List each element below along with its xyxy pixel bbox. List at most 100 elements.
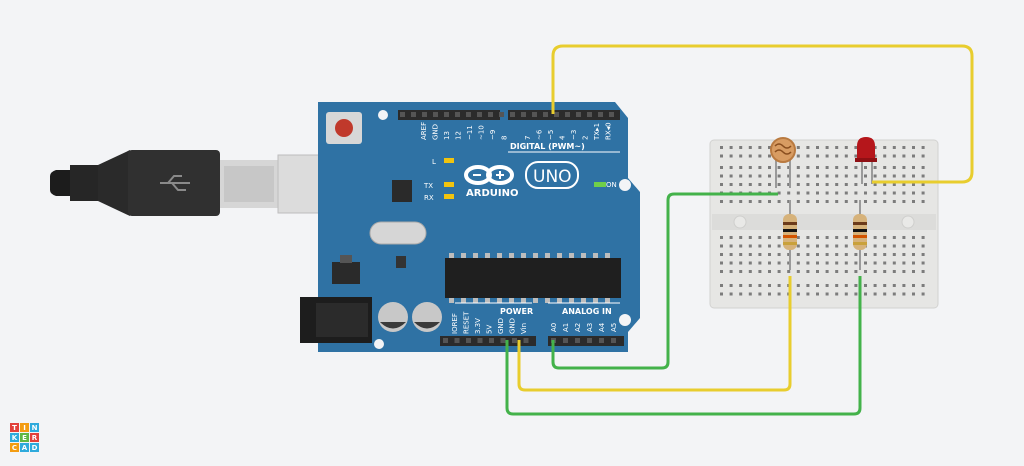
breadboard-hole[interactable] [796, 244, 800, 248]
breadboard-hole[interactable] [758, 200, 762, 203]
breadboard-hole[interactable] [854, 292, 858, 296]
breadboard-hole[interactable] [729, 174, 733, 178]
breadboard-hole[interactable] [883, 253, 887, 256]
breadboard-hole[interactable] [873, 236, 877, 239]
breadboard-hole[interactable] [854, 146, 858, 149]
breadboard-hole[interactable] [912, 253, 915, 256]
breadboard-hole[interactable] [729, 292, 733, 296]
breadboard-hole[interactable] [844, 166, 848, 169]
breadboard-hole[interactable] [777, 270, 781, 273]
breadboard-hole[interactable] [796, 270, 800, 273]
breadboard-hole[interactable] [758, 183, 762, 186]
breadboard-hole[interactable] [844, 261, 848, 265]
breadboard-hole[interactable] [787, 183, 791, 186]
breadboard-hole[interactable] [921, 284, 925, 287]
breadboard-hole[interactable] [787, 200, 791, 203]
breadboard[interactable] [709, 139, 939, 309]
breadboard-hole[interactable] [844, 183, 848, 186]
breadboard-hole[interactable] [835, 183, 839, 186]
breadboard-hole[interactable] [902, 191, 906, 195]
breadboard-hole[interactable] [883, 200, 887, 203]
breadboard-hole[interactable] [720, 261, 723, 265]
breadboard-hole[interactable] [864, 261, 867, 265]
breadboard-hole[interactable] [825, 236, 829, 239]
breadboard-hole[interactable] [758, 166, 762, 169]
breadboard-hole[interactable] [720, 200, 723, 203]
breadboard-hole[interactable] [758, 244, 762, 248]
breadboard-hole[interactable] [806, 292, 810, 296]
breadboard-hole[interactable] [873, 166, 877, 169]
breadboard-hole[interactable] [739, 146, 743, 149]
header-pin[interactable] [521, 112, 526, 117]
breadboard-hole[interactable] [806, 166, 810, 169]
header-pin[interactable] [489, 338, 494, 343]
breadboard-hole[interactable] [835, 200, 839, 203]
breadboard-hole[interactable] [796, 183, 800, 186]
breadboard-hole[interactable] [816, 261, 819, 265]
breadboard-hole[interactable] [835, 261, 839, 265]
breadboard-hole[interactable] [816, 154, 819, 158]
breadboard-hole[interactable] [796, 253, 800, 256]
breadboard-hole[interactable] [902, 146, 906, 149]
breadboard-hole[interactable] [768, 270, 771, 273]
breadboard-hole[interactable] [729, 166, 733, 169]
breadboard-hole[interactable] [921, 200, 925, 203]
header-pin[interactable] [554, 112, 559, 117]
breadboard-hole[interactable] [854, 284, 858, 287]
breadboard-hole[interactable] [912, 146, 915, 149]
green-wire-a0-to-breadboard[interactable] [551, 192, 778, 370]
breadboard-hole[interactable] [720, 292, 723, 296]
breadboard-hole[interactable] [873, 183, 877, 186]
breadboard-hole[interactable] [864, 174, 867, 178]
breadboard-hole[interactable] [883, 166, 887, 169]
breadboard-hole[interactable] [892, 146, 896, 149]
breadboard-hole[interactable] [883, 261, 887, 265]
breadboard-hole[interactable] [729, 270, 733, 273]
breadboard-hole[interactable] [864, 284, 867, 287]
breadboard-hole[interactable] [806, 174, 810, 178]
reset-button[interactable] [326, 112, 362, 144]
breadboard-hole[interactable] [758, 253, 762, 256]
breadboard-hole[interactable] [835, 244, 839, 248]
breadboard-hole[interactable] [844, 244, 848, 248]
yellow-wire-pin5-to-led[interactable] [551, 44, 974, 184]
breadboard-hole[interactable] [835, 292, 839, 296]
breadboard-hole[interactable] [835, 154, 839, 158]
breadboard-hole[interactable] [739, 236, 743, 239]
red-led[interactable] [855, 137, 877, 184]
breadboard-hole[interactable] [873, 270, 877, 273]
green-wire-gnd-to-resistor[interactable] [505, 276, 862, 416]
breadboard-hole[interactable] [864, 200, 867, 203]
breadboard-hole[interactable] [720, 253, 723, 256]
breadboard-hole[interactable] [729, 261, 733, 265]
breadboard-hole[interactable] [796, 200, 800, 203]
breadboard-hole[interactable] [873, 284, 877, 287]
breadboard-hole[interactable] [720, 284, 723, 287]
breadboard-hole[interactable] [921, 253, 925, 256]
breadboard-hole[interactable] [835, 284, 839, 287]
header-pin[interactable] [609, 112, 614, 117]
header-pin[interactable] [455, 112, 460, 117]
breadboard-hole[interactable] [854, 183, 858, 186]
breadboard-hole[interactable] [816, 146, 819, 149]
breadboard-hole[interactable] [729, 244, 733, 248]
breadboard-hole[interactable] [796, 154, 800, 158]
header-pin[interactable] [443, 338, 448, 343]
breadboard-hole[interactable] [739, 261, 743, 265]
breadboard-hole[interactable] [720, 244, 723, 248]
header-pin[interactable] [499, 112, 504, 117]
breadboard-hole[interactable] [806, 154, 810, 158]
breadboard-hole[interactable] [873, 174, 877, 178]
breadboard-hole[interactable] [768, 253, 771, 256]
breadboard-hole[interactable] [921, 166, 925, 169]
breadboard-hole[interactable] [835, 236, 839, 239]
breadboard-hole[interactable] [796, 146, 800, 149]
breadboard-hole[interactable] [816, 174, 819, 178]
breadboard-hole[interactable] [902, 261, 906, 265]
breadboard-hole[interactable] [825, 166, 829, 169]
breadboard-hole[interactable] [921, 183, 925, 186]
breadboard-hole[interactable] [739, 183, 743, 186]
breadboard-hole[interactable] [873, 261, 877, 265]
breadboard-hole[interactable] [748, 154, 752, 158]
breadboard-hole[interactable] [748, 253, 752, 256]
